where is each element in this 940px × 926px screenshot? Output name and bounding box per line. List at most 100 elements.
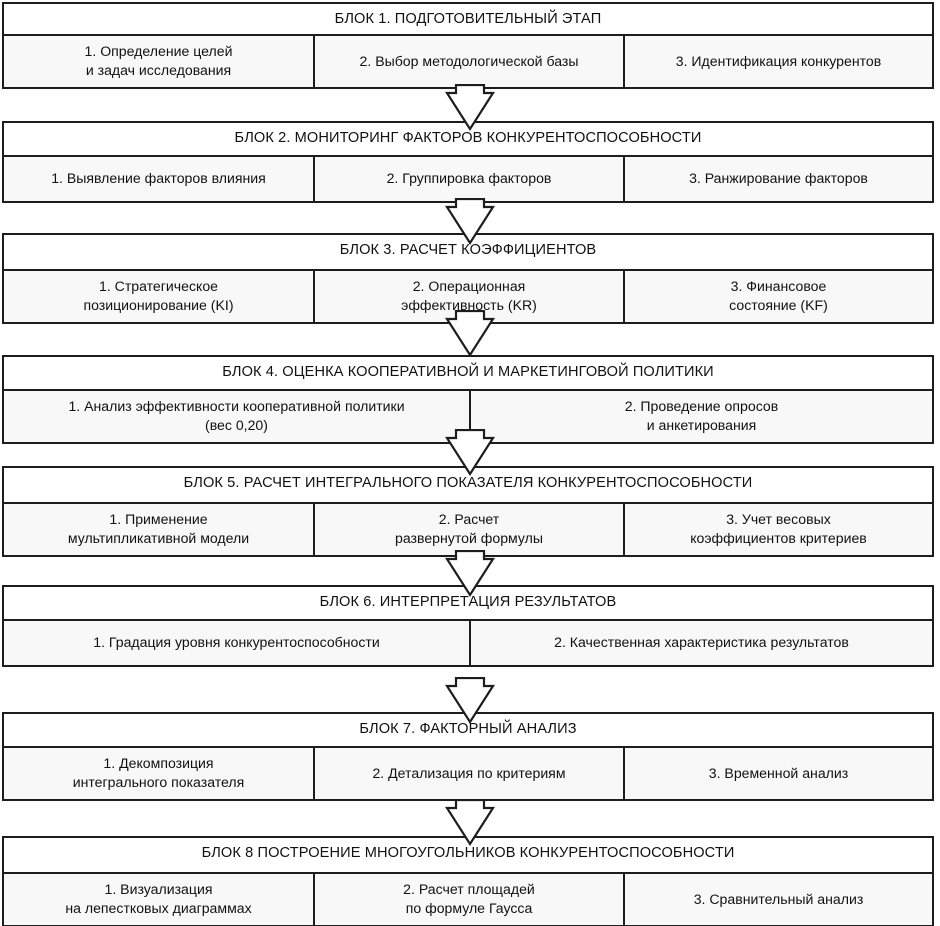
block-6-item-2[interactable]: 2. Качественная характеристика результат… <box>469 621 932 665</box>
block-1-item-2-text: 2. Выбор методологической базы <box>323 52 615 71</box>
block-7-title: БЛОК 7. ФАКТОРНЫЙ АНАЛИЗ <box>4 714 932 748</box>
block-1-item-3-text: 3. Идентификация конкурентов <box>633 52 924 71</box>
block-2-items: 1. Выявление факторов влияния 2. Группиро… <box>4 157 932 201</box>
block-4-item-2-line-2: и анкетирования <box>646 417 757 434</box>
block-4-items: 1. Анализ эффективности кооперативной по… <box>4 391 932 442</box>
block-6-item-2-line-1: 2. Качественная характеристика результат… <box>554 634 849 651</box>
block-3-item-3-line-1: 3. Финансовое <box>730 278 827 294</box>
block-5-item-1-line-2: мультипликативной модели <box>67 530 250 547</box>
block-1-items: 1. Определение целей и задач исследования… <box>4 36 932 87</box>
block-4-title: БЛОК 4. ОЦЕНКА КООПЕРАТИВНОЙ И МАРКЕТИНГ… <box>4 357 932 391</box>
block-2: БЛОК 2. МОНИТОРИНГ ФАКТОРОВ КОНКУРЕНТОСП… <box>2 121 934 203</box>
block-8-items: 1. Визуализация на лепестковых диаграммах… <box>4 874 932 925</box>
block-5-item-1-line-1: 1. Применение <box>109 511 208 527</box>
block-5-title: БЛОК 5. РАСЧЕТ ИНТЕГРАЛЬНОГО ПОКАЗАТЕЛЯ … <box>4 468 932 504</box>
block-5-item-2-line-1: 2. Расчет <box>438 511 500 527</box>
block-6-item-1-line-1: 1. Градация уровня конкурентоспособности <box>93 634 380 651</box>
block-8-item-2-text: 2. Расчет площадей по формуле Гаусса <box>323 880 615 919</box>
block-8-title: БЛОК 8 ПОСТРОЕНИЕ МНОГОУГОЛЬНИКОВ КОНКУР… <box>4 838 932 874</box>
block-3-items: 1. Стратегическое позиционирование (KI) 2.… <box>4 271 932 322</box>
block-7: БЛОК 7. ФАКТОРНЫЙ АНАЛИЗ 1. Декомпозиция и… <box>2 712 934 801</box>
block-6-item-2-text: 2. Качественная характеристика результат… <box>479 633 924 652</box>
block-5-item-3[interactable]: 3. Учет весовых коэффициентов критериев <box>623 504 932 555</box>
block-3-item-1[interactable]: 1. Стратегическое позиционирование (KI) <box>4 271 313 322</box>
block-8-item-2-line-2: по формуле Гаусса <box>405 900 533 917</box>
block-1-item-1[interactable]: 1. Определение целей и задач исследования <box>4 36 313 87</box>
block-7-item-3-line-1: 3. Временной анализ <box>708 764 849 781</box>
block-5-item-2-line-2: развернутой формулы <box>395 530 543 547</box>
block-3-item-3[interactable]: 3. Финансовое состояние (KF) <box>623 271 932 322</box>
block-4-item-1-line-2: (вес 0,20) <box>205 417 268 434</box>
block-8-item-3-line-1: 3. Сравнительный анализ <box>693 890 864 907</box>
block-1-item-1-line-1: 1. Определение целей <box>84 43 233 59</box>
block-4-item-1[interactable]: 1. Анализ эффективности кооперативной по… <box>4 391 469 442</box>
block-4-item-2-line-1: 2. Проведение опросов <box>624 398 779 414</box>
block-3-item-3-text: 3. Финансовое состояние (KF) <box>633 277 924 316</box>
block-8-item-1[interactable]: 1. Визуализация на лепестковых диаграммах <box>4 874 313 925</box>
block-1-item-2[interactable]: 2. Выбор методологической базы <box>313 36 623 87</box>
block-5-item-1-text: 1. Применение мультипликативной модели <box>12 510 305 549</box>
block-1-item-2-line-1: 2. Выбор методологической базы <box>359 52 579 69</box>
block-7-item-2-line-1: 2. Детализация по критериям <box>372 764 566 781</box>
block-8-item-1-text: 1. Визуализация на лепестковых диаграммах <box>12 880 305 919</box>
block-2-item-2-text: 2. Группировка факторов <box>323 169 615 188</box>
block-8-item-2[interactable]: 2. Расчет площадей по формуле Гаусса <box>313 874 623 925</box>
block-5-item-2[interactable]: 2. Расчет развернутой формулы <box>313 504 623 555</box>
block-7-item-1-line-1: 1. Декомпозиция <box>103 755 214 771</box>
block-5-item-3-line-1: 3. Учет весовых <box>726 511 831 527</box>
block-5-item-3-line-2: коэффициентов критериев <box>690 530 867 547</box>
block-3-item-1-text: 1. Стратегическое позиционирование (KI) <box>12 277 305 316</box>
block-2-item-2-line-1: 2. Группировка факторов <box>386 170 552 187</box>
block-2-item-2[interactable]: 2. Группировка факторов <box>313 157 623 201</box>
block-1-title: БЛОК 1. ПОДГОТОВИТЕЛЬНЫЙ ЭТАП <box>4 4 932 36</box>
block-3-item-2-line-1: 2. Операционная <box>412 278 526 294</box>
block-7-item-2-text: 2. Детализация по критериям <box>323 764 615 783</box>
block-4: БЛОК 4. ОЦЕНКА КООПЕРАТИВНОЙ И МАРКЕТИНГ… <box>2 355 934 444</box>
block-7-item-1-line-2: интегрального показателя <box>72 774 245 791</box>
block-7-item-1-text: 1. Декомпозиция интегрального показателя <box>12 754 305 793</box>
block-3-item-2-text: 2. Операционная эффективность (KR) <box>323 277 615 316</box>
block-8-item-1-line-1: 1. Визуализация <box>104 881 213 897</box>
block-8: БЛОК 8 ПОСТРОЕНИЕ МНОГОУГОЛЬНИКОВ КОНКУР… <box>2 836 934 926</box>
block-3-item-2[interactable]: 2. Операционная эффективность (KR) <box>313 271 623 322</box>
block-7-item-3-text: 3. Временной анализ <box>633 764 924 783</box>
block-5-item-1[interactable]: 1. Применение мультипликативной модели <box>4 504 313 555</box>
block-3-item-1-line-1: 1. Стратегическое <box>98 278 219 294</box>
block-3-item-2-line-2: эффективность (KR) <box>401 297 537 314</box>
block-5: БЛОК 5. РАСЧЕТ ИНТЕГРАЛЬНОГО ПОКАЗАТЕЛЯ … <box>2 466 934 557</box>
block-1-item-3-line-1: 3. Идентификация конкурентов <box>675 52 882 69</box>
block-6-title: БЛОК 6. ИНТЕРПРЕТАЦИЯ РЕЗУЛЬТАТОВ <box>4 587 932 621</box>
block-8-item-3[interactable]: 3. Сравнительный анализ <box>623 874 932 925</box>
block-8-item-3-text: 3. Сравнительный анализ <box>633 890 924 909</box>
block-6-item-1-text: 1. Градация уровня конкурентоспособности <box>12 633 461 652</box>
block-3-item-1-line-2: позиционирование (KI) <box>83 297 234 314</box>
block-8-item-2-line-1: 2. Расчет площадей <box>403 881 535 897</box>
block-8-item-1-line-2: на лепестковых диаграммах <box>65 900 252 917</box>
block-4-item-1-line-1: 1. Анализ эффективности кооперативной по… <box>68 398 405 414</box>
block-2-item-1-text: 1. Выявление факторов влияния <box>12 169 305 188</box>
block-6-item-1[interactable]: 1. Градация уровня конкурентоспособности <box>4 621 469 665</box>
block-7-item-1[interactable]: 1. Декомпозиция интегрального показателя <box>4 748 313 799</box>
block-2-item-3-line-1: 3. Ранжирование факторов <box>689 170 868 187</box>
block-1-item-3[interactable]: 3. Идентификация конкурентов <box>623 36 932 87</box>
block-5-items: 1. Применение мультипликативной модели 2. … <box>4 504 932 555</box>
block-2-item-3[interactable]: 3. Ранжирование факторов <box>623 157 932 201</box>
block-4-item-2-text: 2. Проведение опросов и анкетирования <box>479 397 924 436</box>
block-3-title: БЛОК 3. РАСЧЕТ КОЭФФИЦИЕНТОВ <box>4 235 932 271</box>
block-2-title: БЛОК 2. МОНИТОРИНГ ФАКТОРОВ КОНКУРЕНТОСП… <box>4 123 932 157</box>
block-7-item-3[interactable]: 3. Временной анализ <box>623 748 932 799</box>
block-3-item-3-line-2: состояние (KF) <box>729 297 828 314</box>
block-6-items: 1. Градация уровня конкурентоспособности… <box>4 621 932 665</box>
block-2-item-1-line-1: 1. Выявление факторов влияния <box>51 170 266 187</box>
block-7-item-2[interactable]: 2. Детализация по критериям <box>313 748 623 799</box>
block-4-item-2[interactable]: 2. Проведение опросов и анкетирования <box>469 391 932 442</box>
block-2-item-1[interactable]: 1. Выявление факторов влияния <box>4 157 313 201</box>
block-4-item-1-text: 1. Анализ эффективности кооперативной по… <box>12 397 461 436</box>
block-2-item-3-text: 3. Ранжирование факторов <box>633 169 924 188</box>
block-1-item-1-line-2: и задач исследования <box>85 62 232 79</box>
block-5-item-3-text: 3. Учет весовых коэффициентов критериев <box>633 510 924 549</box>
